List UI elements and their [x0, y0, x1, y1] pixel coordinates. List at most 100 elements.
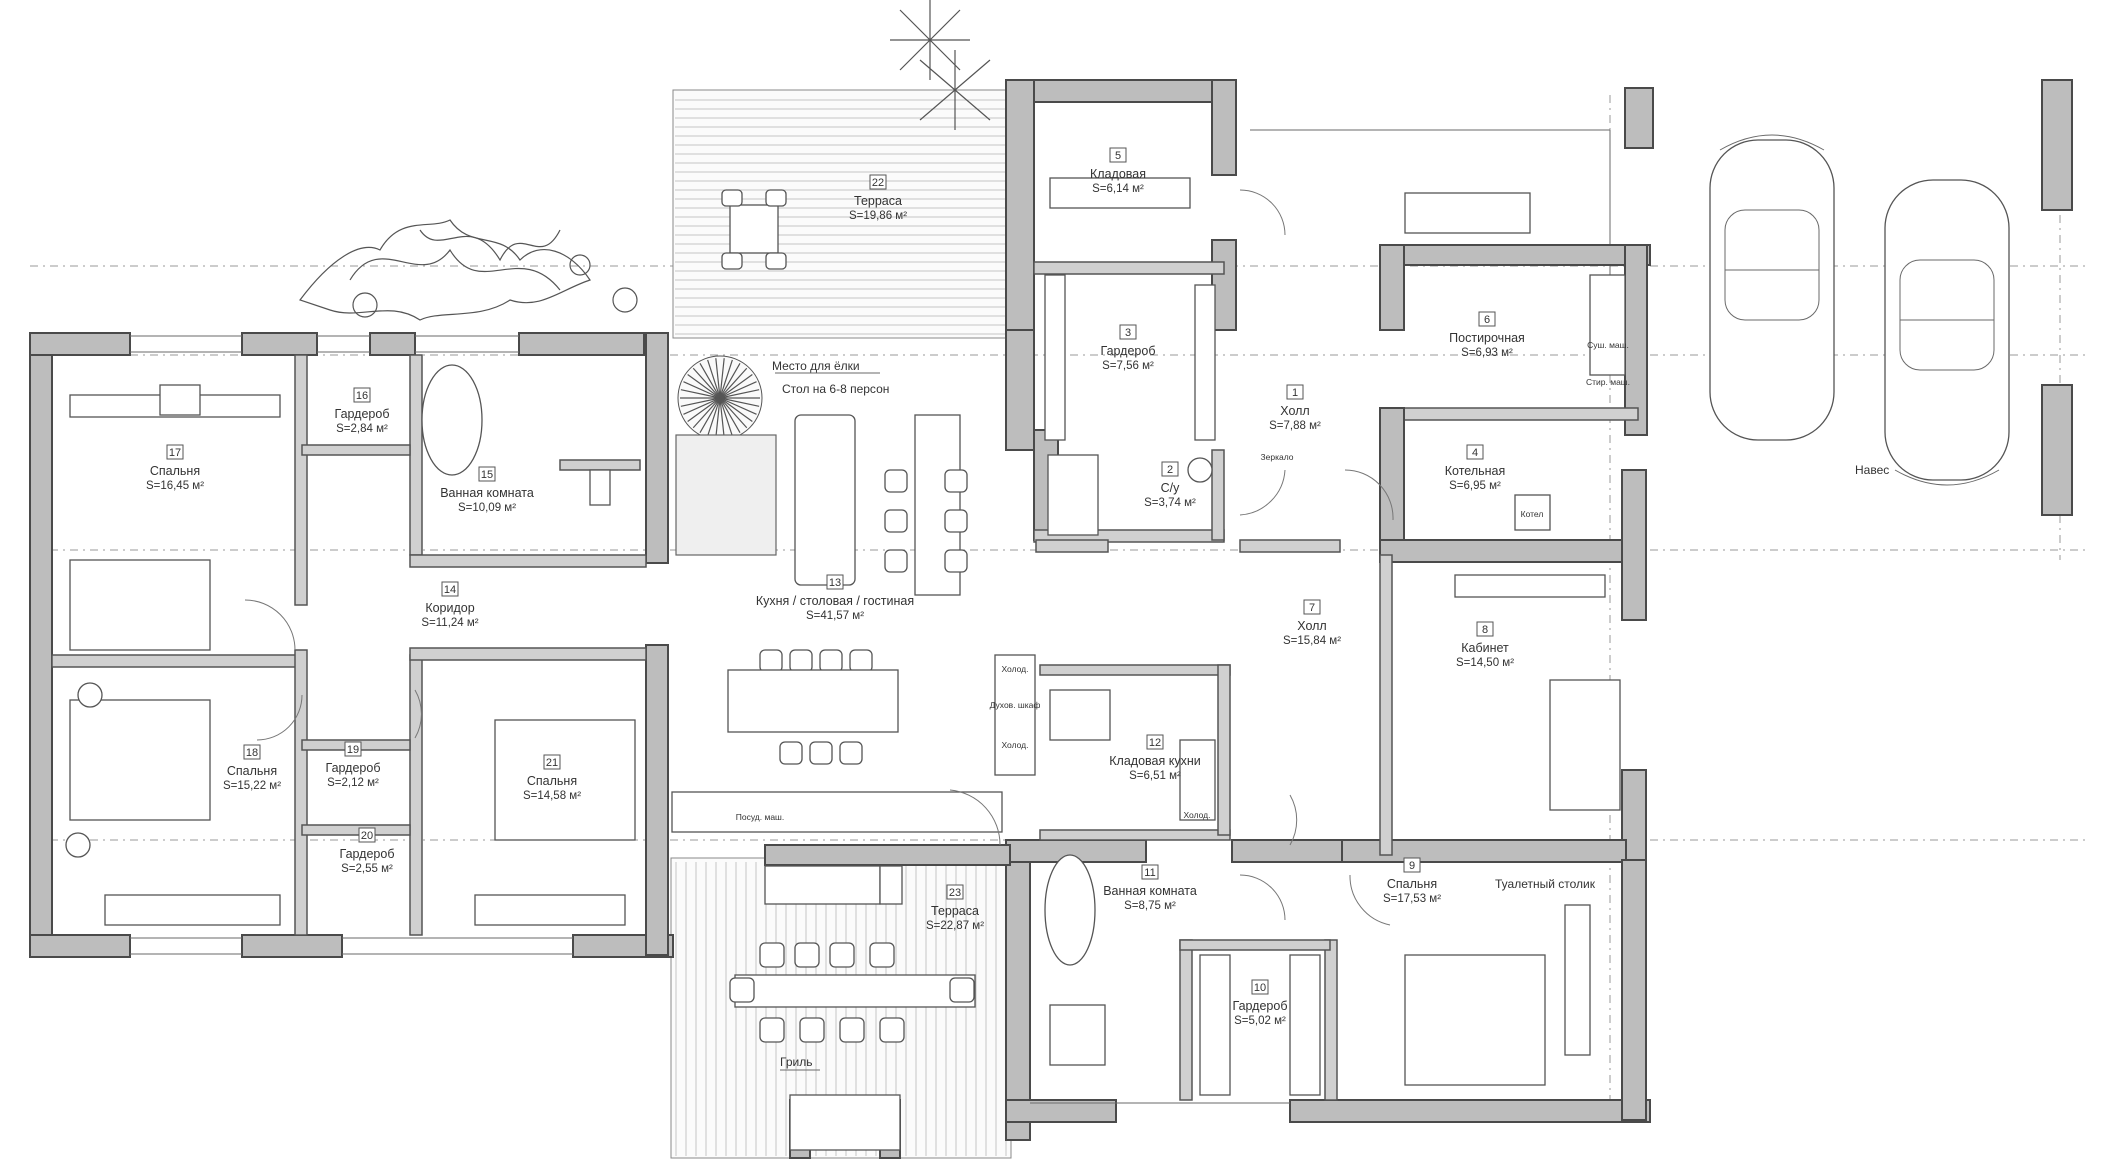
room-name: Кухня / столовая / гостиная — [756, 594, 914, 608]
washer-label: Стир. маш. — [1586, 377, 1630, 387]
room-number-box — [243, 744, 261, 760]
room-name: Постирочная — [1449, 331, 1525, 345]
room-number-box — [1286, 384, 1304, 400]
room-number-box — [826, 574, 844, 590]
room-tag-2: 2С/уS=3,74 м² — [1144, 461, 1196, 509]
room-number: 17 — [169, 447, 181, 459]
room-number: 3 — [1125, 327, 1131, 339]
room-number-box — [478, 466, 496, 482]
room-area: S=5,02 м² — [1234, 1015, 1286, 1027]
room-name: Холл — [1280, 404, 1309, 418]
room-area: S=3,74 м² — [1144, 497, 1196, 509]
fridge2-label: Холод. — [1001, 740, 1028, 750]
grill-label: Гриль — [780, 1055, 812, 1069]
room-area: S=7,56 м² — [1102, 360, 1154, 372]
room-number-box — [869, 174, 887, 190]
room-area: S=16,45 м² — [146, 480, 204, 492]
room-name: Кабинет — [1461, 641, 1509, 655]
room-number-box — [1119, 324, 1137, 340]
canopy-label: Навес — [1855, 463, 1889, 477]
plant-cluster-north — [299, 0, 991, 321]
room-number-box — [543, 754, 561, 770]
room-area: S=22,87 м² — [926, 920, 984, 932]
room-area: S=14,50 м² — [1456, 657, 1514, 669]
room-name: Коридор — [425, 601, 474, 615]
car-right — [1884, 179, 2010, 486]
room-number-box — [1303, 599, 1321, 615]
windows — [130, 335, 1290, 1104]
room-area: S=15,22 м² — [223, 780, 281, 792]
room-number: 23 — [949, 887, 961, 899]
room-number: 20 — [361, 830, 373, 842]
room-number-box — [441, 581, 459, 597]
room-number: 11 — [1144, 867, 1155, 879]
doors — [244, 189, 1394, 926]
room-area: S=6,51 м² — [1129, 770, 1181, 782]
room-name: Холл — [1297, 619, 1326, 633]
dryer-label: Суш. маш. — [1587, 340, 1629, 350]
walls — [29, 79, 2073, 1159]
room-number: 9 — [1409, 860, 1415, 872]
room-number: 16 — [356, 390, 368, 402]
room-name: С/у — [1161, 481, 1181, 495]
car-left — [1709, 134, 1835, 441]
room-area: S=10,09 м² — [458, 502, 516, 514]
room-number-box — [1466, 444, 1484, 460]
room-number: 12 — [1149, 737, 1161, 749]
room-area: S=17,53 м² — [1383, 893, 1441, 905]
room-area: S=15,84 м² — [1283, 635, 1341, 647]
room-area: S=7,88 м² — [1269, 420, 1321, 432]
room-number: 7 — [1309, 602, 1315, 614]
room-name: Гардероб — [1233, 999, 1288, 1013]
room-number-box — [1141, 864, 1159, 880]
room-name: Гардероб — [1101, 344, 1156, 358]
room-name: Спальня — [1387, 877, 1437, 891]
room-number-box — [353, 387, 371, 403]
room-number-box — [1478, 311, 1496, 327]
room-number: 4 — [1472, 447, 1478, 459]
room-name: Ванная комната — [1103, 884, 1197, 898]
room-name: Котельная — [1445, 464, 1506, 478]
dishwasher-label: Посуд. маш. — [736, 812, 785, 822]
room-number: 2 — [1167, 464, 1173, 476]
room-area: S=6,14 м² — [1092, 183, 1144, 195]
room-number-box — [1109, 147, 1127, 163]
room-number: 21 — [546, 757, 558, 769]
room-area: S=8,75 м² — [1124, 900, 1176, 912]
fridge-label: Холод. — [1001, 664, 1028, 674]
room-name: Ванная комната — [440, 486, 534, 500]
room-number: 19 — [347, 744, 359, 756]
room-number-box — [358, 827, 376, 843]
room-number: 22 — [872, 177, 884, 189]
terrace-north-deck — [672, 89, 1012, 339]
pantry-fridge-label: Холод. — [1183, 810, 1210, 820]
room-name: Кладовая — [1090, 167, 1146, 181]
room-name: Гардероб — [340, 847, 395, 861]
room-name: Терраса — [931, 904, 979, 918]
room-number-box — [946, 884, 964, 900]
table-note: Стол на 6-8 персон — [782, 382, 889, 396]
mirror-label: Зеркало — [1260, 452, 1293, 462]
room-name: Гардероб — [335, 407, 390, 421]
room-area: S=19,86 м² — [849, 210, 907, 222]
oven-label: Духов. шкаф — [990, 700, 1041, 710]
